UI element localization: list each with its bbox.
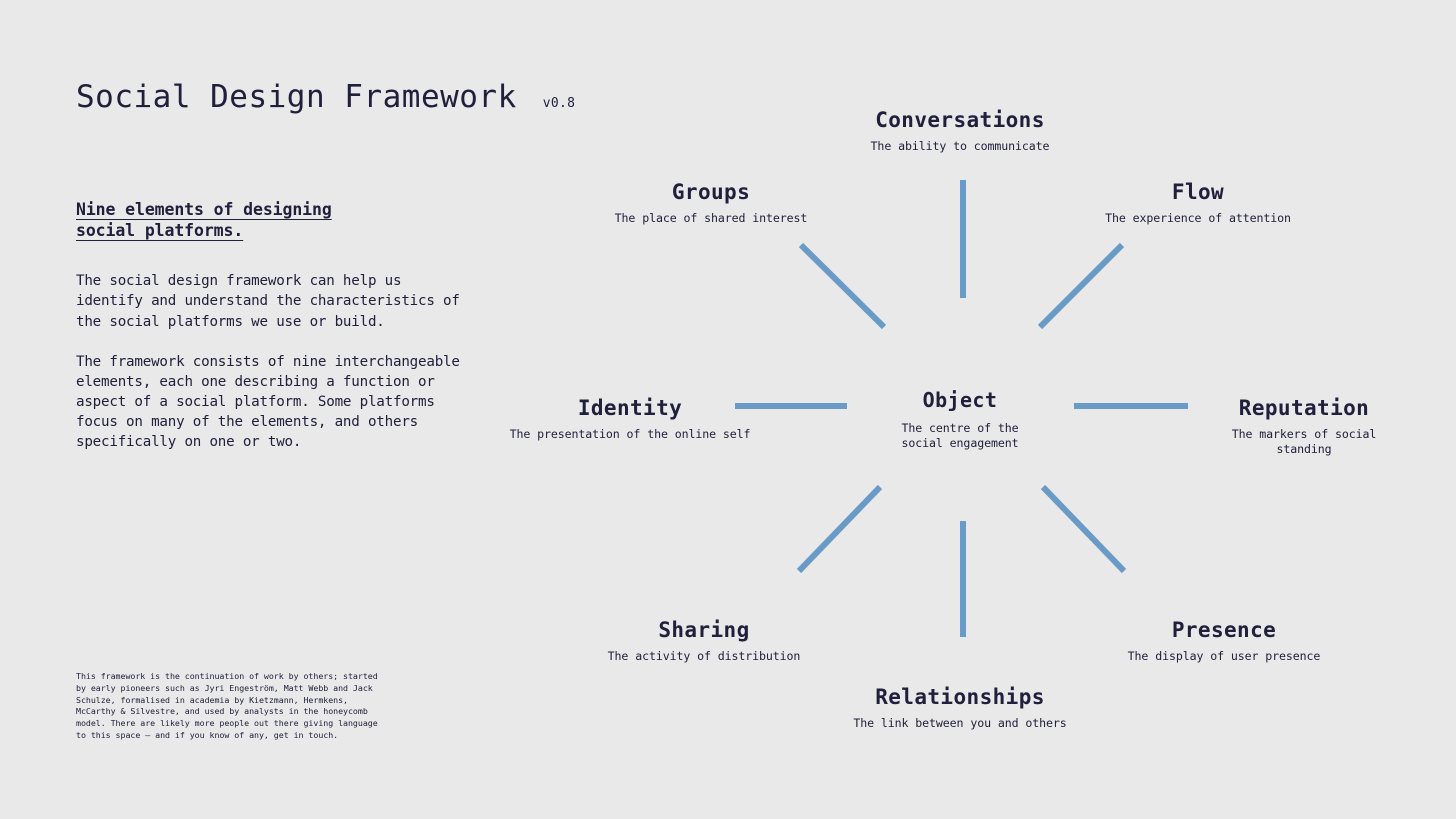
diagram-node-conversations[interactable]: Conversations The ability to communicate (871, 108, 1050, 154)
node-description: The presentation of the online self (509, 427, 751, 442)
node-description: The link between you and others (853, 716, 1067, 731)
connector-groups (798, 242, 887, 330)
diagram-node-flow[interactable]: Flow The experience of attention (1105, 180, 1291, 226)
intro-paragraph-1: The social design framework can help us … (76, 273, 460, 330)
diagram-node-presence[interactable]: Presence The display of user presence (1128, 618, 1321, 664)
node-description: The markers of social standing (1231, 427, 1377, 456)
diagram-node-groups[interactable]: Groups The place of shared interest (615, 180, 808, 226)
footnote-text: This framework is the continuation of wo… (76, 671, 378, 740)
node-title: Relationships (875, 685, 1045, 709)
intro-paragraph-2: The framework consists of nine interchan… (76, 353, 460, 451)
node-description: The display of user presence (1127, 649, 1321, 664)
page-title: Social Design Framework (76, 79, 517, 115)
node-title: Flow (1171, 180, 1225, 204)
node-description: The ability to communicate (870, 139, 1050, 154)
node-title: Presence (1171, 618, 1277, 642)
node-title: Groups (671, 180, 751, 204)
intro-lede: Nine elements of designing social platfo… (76, 200, 332, 241)
node-title: Sharing (658, 618, 750, 642)
connector-flow (1037, 242, 1125, 330)
node-title: Object (922, 388, 998, 412)
connector-sharing (796, 484, 883, 574)
connector-presence (1040, 484, 1127, 574)
node-title: Reputation (1238, 396, 1370, 420)
node-description: The experience of attention (1105, 211, 1291, 226)
node-title: Conversations (875, 108, 1045, 132)
diagram-node-object[interactable]: Object The centre of the social engageme… (902, 389, 1019, 451)
diagram-node-relationships[interactable]: Relationships The link between you and o… (853, 685, 1066, 731)
diagram-node-sharing[interactable]: Sharing The activity of distribution (608, 618, 801, 664)
intro-column: Nine elements of designing social platfo… (76, 199, 476, 472)
diagram-node-identity[interactable]: Identity The presentation of the online … (510, 396, 751, 442)
diagram-node-reputation[interactable]: Reputation The markers of social standin… (1228, 396, 1380, 457)
page-header: Social Design Framework v0.8 (76, 82, 575, 113)
node-description: The place of shared interest (614, 211, 808, 226)
node-description: The centre of the social engagement (901, 421, 1019, 450)
version-label: v0.8 (542, 96, 576, 111)
node-title: Identity (577, 396, 683, 420)
node-description: The activity of distribution (607, 649, 801, 664)
